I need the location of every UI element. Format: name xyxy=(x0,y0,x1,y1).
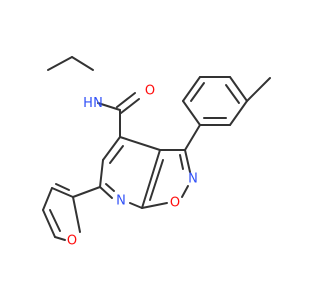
bond-c6-n7-inner xyxy=(105,183,115,192)
ethyl-group xyxy=(47,56,94,71)
bond-c5-c6 xyxy=(99,159,104,188)
bond-c-o-double-2 xyxy=(116,92,136,108)
bond-c3-n2-inner xyxy=(179,154,184,170)
bond-n2-o1 xyxy=(181,185,189,198)
bond-f-c4-c5-inner xyxy=(49,209,61,232)
bond-f-c5-o xyxy=(54,236,66,241)
bond-f-c2-c3-inner xyxy=(55,183,70,191)
bond-ar-5 xyxy=(229,100,248,126)
bond-ch2-n xyxy=(71,56,94,71)
bond-o1-c7a xyxy=(141,202,168,209)
bond-c4-c4a xyxy=(119,136,161,151)
amide-oxygen-label: O xyxy=(145,84,155,99)
bond-c3-n2 xyxy=(184,149,191,173)
bond-n-c-amide xyxy=(97,102,121,111)
bond-f-c4-c5 xyxy=(42,209,56,238)
pyridine-nitrogen-label: N xyxy=(116,194,126,209)
furan-ring xyxy=(42,183,101,241)
bond-ch3-ch2 xyxy=(47,56,73,71)
tolyl-group xyxy=(182,76,271,151)
bond-f-c2-c3 xyxy=(51,187,74,198)
bond-c6-furan xyxy=(72,186,101,198)
isoxazole-ring xyxy=(141,149,191,209)
isoxazole-oxygen-label: O xyxy=(170,196,180,211)
bond-ar-4 xyxy=(229,76,248,102)
bond-c3-aryl xyxy=(184,124,201,151)
bond-ar-4-inner xyxy=(225,84,240,104)
bond-c6-n7 xyxy=(99,186,113,199)
molecule-structure: O HN N N O O xyxy=(42,56,271,249)
bond-f-o-c2 xyxy=(72,196,81,233)
bond-ar-1 xyxy=(182,100,201,126)
bond-n7-c7a xyxy=(129,202,143,209)
bond-c4-c5-inner xyxy=(109,145,124,164)
amide-group xyxy=(97,92,140,138)
bond-c-o-double-1 xyxy=(120,98,140,114)
bond-ar-methyl xyxy=(246,77,271,102)
bond-ar-2-inner xyxy=(190,82,205,102)
bond-c4-c5 xyxy=(102,136,121,161)
bond-c7a-c3a-inner xyxy=(149,159,164,201)
bond-f-c3-c4 xyxy=(42,187,53,211)
isoxazole-nitrogen-label: N xyxy=(188,172,198,187)
amide-nh-label: HN xyxy=(83,96,103,111)
bond-ar-2 xyxy=(182,76,201,102)
furan-oxygen-label: O xyxy=(67,234,77,249)
bond-c7a-c3a xyxy=(141,149,161,209)
pyridine-ring xyxy=(99,136,161,209)
